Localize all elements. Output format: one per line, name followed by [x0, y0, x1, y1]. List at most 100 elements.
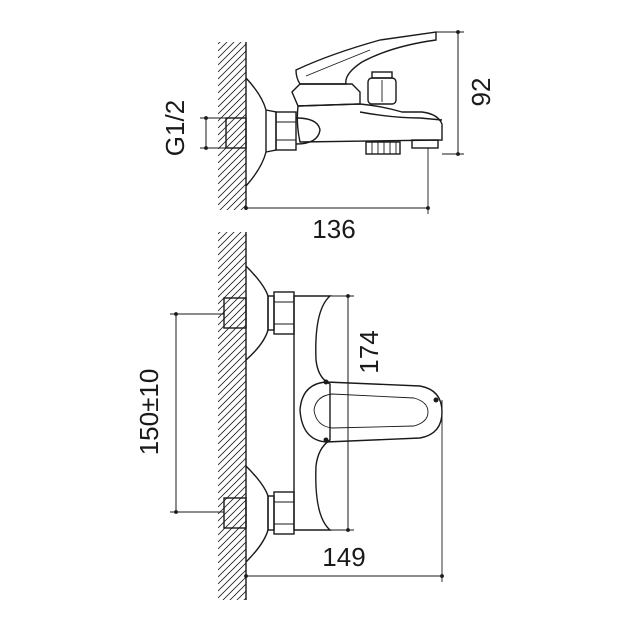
lever-handle-front[interactable] [299, 381, 443, 443]
hatch-line [218, 78, 246, 108]
centers-label: 150±10 [134, 369, 164, 456]
dim-front-depth: 149 [244, 400, 444, 582]
hatch-line [218, 485, 246, 515]
hatch-line [218, 57, 246, 87]
thread-label: G1/2 [160, 100, 190, 156]
hatch-line [218, 359, 246, 389]
diverter-knob[interactable] [367, 77, 397, 105]
hatch-line [218, 64, 246, 94]
hatch-line [218, 2, 246, 30]
hatch-line [218, 324, 246, 354]
hatch-line [218, 71, 246, 101]
wall-hatching-top [218, 2, 246, 247]
hatch-line [218, 120, 246, 150]
hatch-line [218, 155, 246, 185]
hatch-line [218, 450, 246, 480]
hatch-line [218, 401, 246, 431]
hatch-line [218, 394, 246, 424]
flange-top [245, 77, 267, 187]
hatch-line [218, 541, 246, 571]
hatch-line [218, 527, 246, 557]
hatch-line [218, 380, 246, 410]
wall-hatching-bottom [218, 192, 246, 628]
hatch-line [240, 204, 246, 210]
hatch-line [218, 282, 246, 312]
hatch-line [229, 583, 246, 600]
hatch-line [218, 9, 246, 37]
hatch-line [218, 436, 246, 466]
hatch-line [218, 176, 246, 206]
hatch-line [218, 471, 246, 501]
hatch-line [218, 569, 246, 599]
hatch-line [218, 106, 246, 136]
hatch-line [218, 127, 246, 157]
front-depth-label: 149 [322, 542, 365, 572]
hatch-line [219, 183, 246, 210]
hatch-line [218, 99, 246, 129]
spout-line [359, 111, 443, 121]
faucet-body-side [296, 103, 443, 143]
hatch-line [218, 232, 221, 235]
hatch-line [218, 192, 246, 220]
body-height-label: 174 [354, 330, 384, 373]
dim-top-height: 92 [436, 30, 496, 156]
hatch-line [218, 296, 246, 326]
hatch-line [218, 534, 246, 564]
hatch-line [218, 605, 246, 628]
hatch-line [218, 261, 246, 291]
lever-handle-side [295, 31, 437, 85]
hatch-line [218, 199, 246, 227]
hatch-line [226, 190, 246, 210]
hatch-line [218, 464, 246, 494]
hatch-line [218, 548, 246, 578]
hatch-line [218, 148, 246, 178]
hatch-line [218, 233, 246, 263]
aerator [411, 139, 439, 149]
dim-top-depth: 136 [244, 148, 430, 244]
hatch-line [218, 408, 246, 438]
faucet-body-front [293, 295, 332, 531]
hatch-line [218, 303, 246, 333]
diverter-cap[interactable] [371, 71, 393, 79]
front-view: 150±10 174 149 [134, 192, 444, 628]
dim-centers: 150±10 [134, 312, 224, 514]
hatch-line [218, 499, 246, 529]
hatch-line [218, 555, 246, 585]
hatch-line [218, 457, 246, 487]
hatch-line [218, 310, 246, 340]
hatch-line [218, 387, 246, 417]
hatch-line [218, 232, 242, 256]
hatch-line [218, 85, 246, 115]
hatch-line [218, 212, 246, 240]
hatch-line [218, 42, 242, 66]
side-view: G1/2 92 136 [160, 2, 496, 247]
hatch-line [236, 590, 246, 600]
hatch-line [218, 562, 246, 592]
hatch-line [218, 289, 246, 319]
nut-top [275, 111, 297, 151]
hatch-line [218, 42, 235, 59]
connector-top [295, 117, 321, 145]
hatch-line [218, 422, 246, 452]
hatch-line [233, 197, 246, 210]
hatch-line [218, 331, 246, 361]
hatch-line [218, 443, 246, 473]
hatch-line [218, 50, 246, 80]
hatch-line [218, 506, 246, 536]
hatch-line [218, 415, 246, 445]
hatch-line [218, 42, 228, 52]
hatch-line [218, 219, 246, 247]
hatch-line [218, 247, 246, 277]
hatch-line [218, 169, 246, 199]
top-height-label: 92 [466, 78, 496, 107]
hatch-line [218, 232, 235, 249]
hose-thread [365, 141, 401, 155]
hatch-line [218, 42, 221, 45]
hatch-line [218, 373, 246, 403]
hatch-line [218, 240, 246, 270]
hatch-line [218, 345, 246, 375]
dim-thread: G1/2 [160, 100, 226, 156]
hatch-line [218, 162, 246, 192]
hatch-line [218, 317, 246, 347]
